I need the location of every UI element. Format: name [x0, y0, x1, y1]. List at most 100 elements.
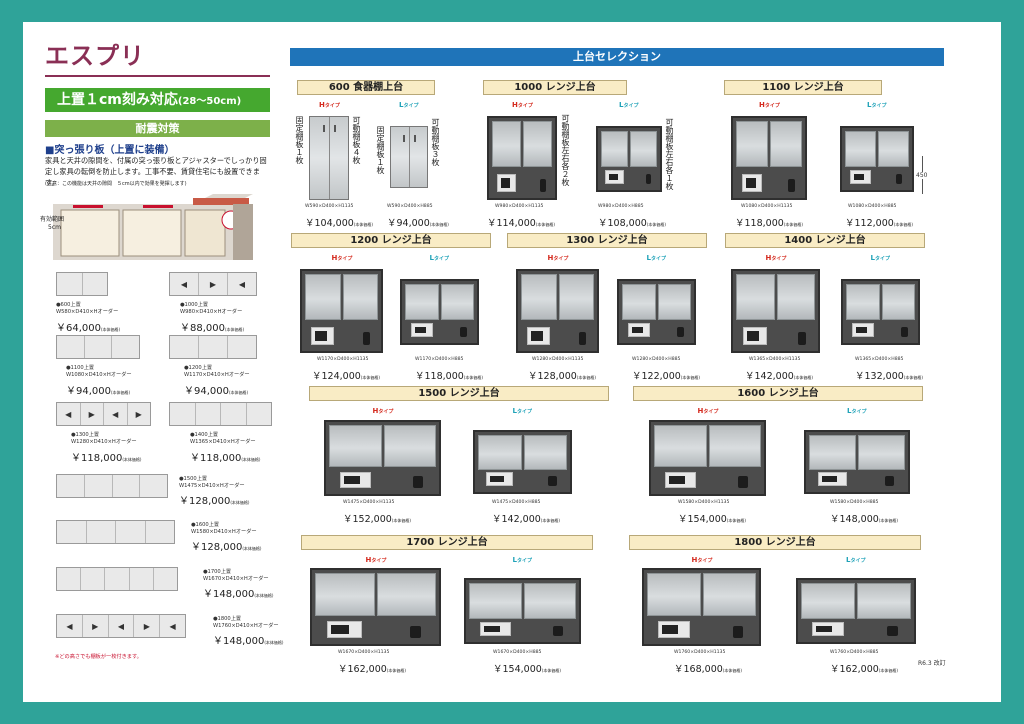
movable-shelf-note: 可動棚板３枚 [431, 118, 440, 166]
l-type-price: ￥118,000(本体価格) [415, 368, 483, 382]
door-panel [140, 475, 167, 497]
type-suffix: タイプ [337, 256, 353, 262]
cabinet-doors [654, 425, 761, 467]
h-type-price: ￥104,000(本体価格) [305, 215, 373, 229]
price-value: ￥118,000 [190, 453, 242, 464]
door-panel [57, 521, 87, 543]
upper-unit-image [56, 272, 108, 296]
group-title: 1100 レンジ上台 [724, 80, 882, 95]
cabinet-door [315, 573, 375, 616]
h-type-price: ￥114,000(本体価格) [487, 215, 555, 229]
upper-unit-model: W1365×D410×Hオーダー [190, 439, 256, 445]
price-tax-note: (本体価格) [541, 668, 561, 673]
h-type-model: W1170×D400×H1135 [317, 357, 369, 362]
door-panel [116, 521, 146, 543]
l-type-model: W1280×D400×H885 [632, 357, 681, 362]
l-type-cabinet [840, 126, 914, 192]
l-type-price: ￥132,000(本体価格) [855, 368, 923, 382]
upper-unit-name: ●1100上置 [66, 365, 95, 371]
door-panel [146, 521, 175, 543]
cabinet-door [878, 131, 909, 167]
upper-unit-price: ￥118,000(本体価格) [71, 449, 141, 464]
microwave-icon [628, 322, 650, 337]
cabinet-door [305, 274, 341, 321]
type-suffix: タイプ [764, 103, 780, 109]
l-type-model: W1760×D400×H885 [830, 650, 879, 655]
type-suffix: タイプ [516, 558, 532, 564]
h-type-price: ￥118,000(本体価格) [735, 215, 803, 229]
price-tax-note: (本体価格) [680, 375, 700, 380]
type-suffix: タイプ [433, 256, 449, 262]
upper-unit-price: ￥148,000(本体価格) [203, 585, 273, 600]
l-type-label: Lタイプ [513, 407, 532, 415]
rice-cooker-icon [413, 476, 424, 488]
l-type-cabinet [390, 126, 428, 188]
h-type-label: Hタイプ [698, 407, 719, 415]
cabinet-door [601, 131, 628, 167]
cabinet-door [809, 435, 856, 470]
tension-board-illustration [53, 194, 253, 260]
type-letter: H [759, 101, 765, 109]
microwave-icon [327, 621, 363, 638]
order-height-text: 上置１cm刻み対応 [57, 92, 178, 108]
type-letter: L [399, 101, 404, 109]
microwave-icon [486, 472, 514, 486]
type-suffix: タイプ [771, 256, 787, 262]
door-panel [105, 568, 130, 590]
h-type-model: W1080×D400×H1135 [741, 204, 793, 209]
rice-cooker-icon [732, 626, 743, 638]
cabinet-doors [736, 274, 815, 321]
type-suffix: タイプ [517, 103, 533, 109]
order-height-range: (28～50cm) [177, 96, 242, 107]
upper-unit-name: ●600上置 [56, 302, 81, 308]
h-type-model: W1670×D400×H1135 [338, 650, 390, 655]
price-value: ￥128,000 [179, 496, 231, 507]
cabinet-door [523, 583, 576, 619]
door-panel [85, 336, 113, 358]
type-letter: L [619, 101, 624, 109]
l-type-price: ￥112,000(本体価格) [845, 215, 913, 229]
l-type-model: W1080×D400×H885 [848, 204, 897, 209]
cabinet-doors [809, 435, 905, 470]
cabinet-doors [329, 425, 436, 467]
l-type-label: Lタイプ [647, 254, 666, 262]
l-type-label: Lタイプ [430, 254, 449, 262]
microwave-icon [411, 322, 433, 337]
type-suffix: タイプ [871, 103, 887, 109]
panel-arrow-icon: ◀ [104, 403, 128, 425]
upper-unit-price: ￥148,000(本体価格) [213, 632, 283, 647]
l-type-price: ￥142,000(本体価格) [492, 511, 560, 525]
h-type-model: W980×D400×H1135 [495, 204, 544, 209]
price-value: ￥124,000 [312, 371, 361, 382]
upper-unit-price: ￥88,000(本体価格) [180, 319, 244, 334]
cabinet-door [857, 583, 911, 619]
h-type-price: ￥142,000(本体価格) [745, 368, 813, 382]
type-suffix: タイプ [553, 256, 569, 262]
fixed-shelf-note: 固定棚板１枚 [295, 116, 304, 164]
price-value: ￥94,000 [387, 218, 430, 229]
door-panel [57, 336, 85, 358]
price-tax-note: (本体価格) [386, 668, 406, 673]
price-tax-note: (本体価格) [540, 518, 560, 523]
upper-unit-model: W1580×D410×Hオーダー [191, 529, 257, 535]
cabinet-door [858, 435, 905, 470]
price-tax-note: (本体価格) [726, 518, 746, 523]
cabinet-doors [305, 274, 378, 321]
upper-unit-model: W980×D410×Hオーダー [180, 309, 243, 315]
cabinet-door [440, 284, 474, 320]
cabinet-door [469, 583, 522, 619]
upper-unit-name: ●1500上置 [179, 476, 208, 482]
l-type-model: W1475×D400×H885 [492, 500, 541, 505]
price-tax-note: (本体価格) [903, 375, 923, 380]
type-suffix: タイプ [650, 256, 666, 262]
cabinet-door [410, 127, 428, 187]
shelf-note: ※どの高さでも棚板が一枚付きます。 [55, 654, 142, 660]
upper-unit-image [56, 474, 168, 498]
